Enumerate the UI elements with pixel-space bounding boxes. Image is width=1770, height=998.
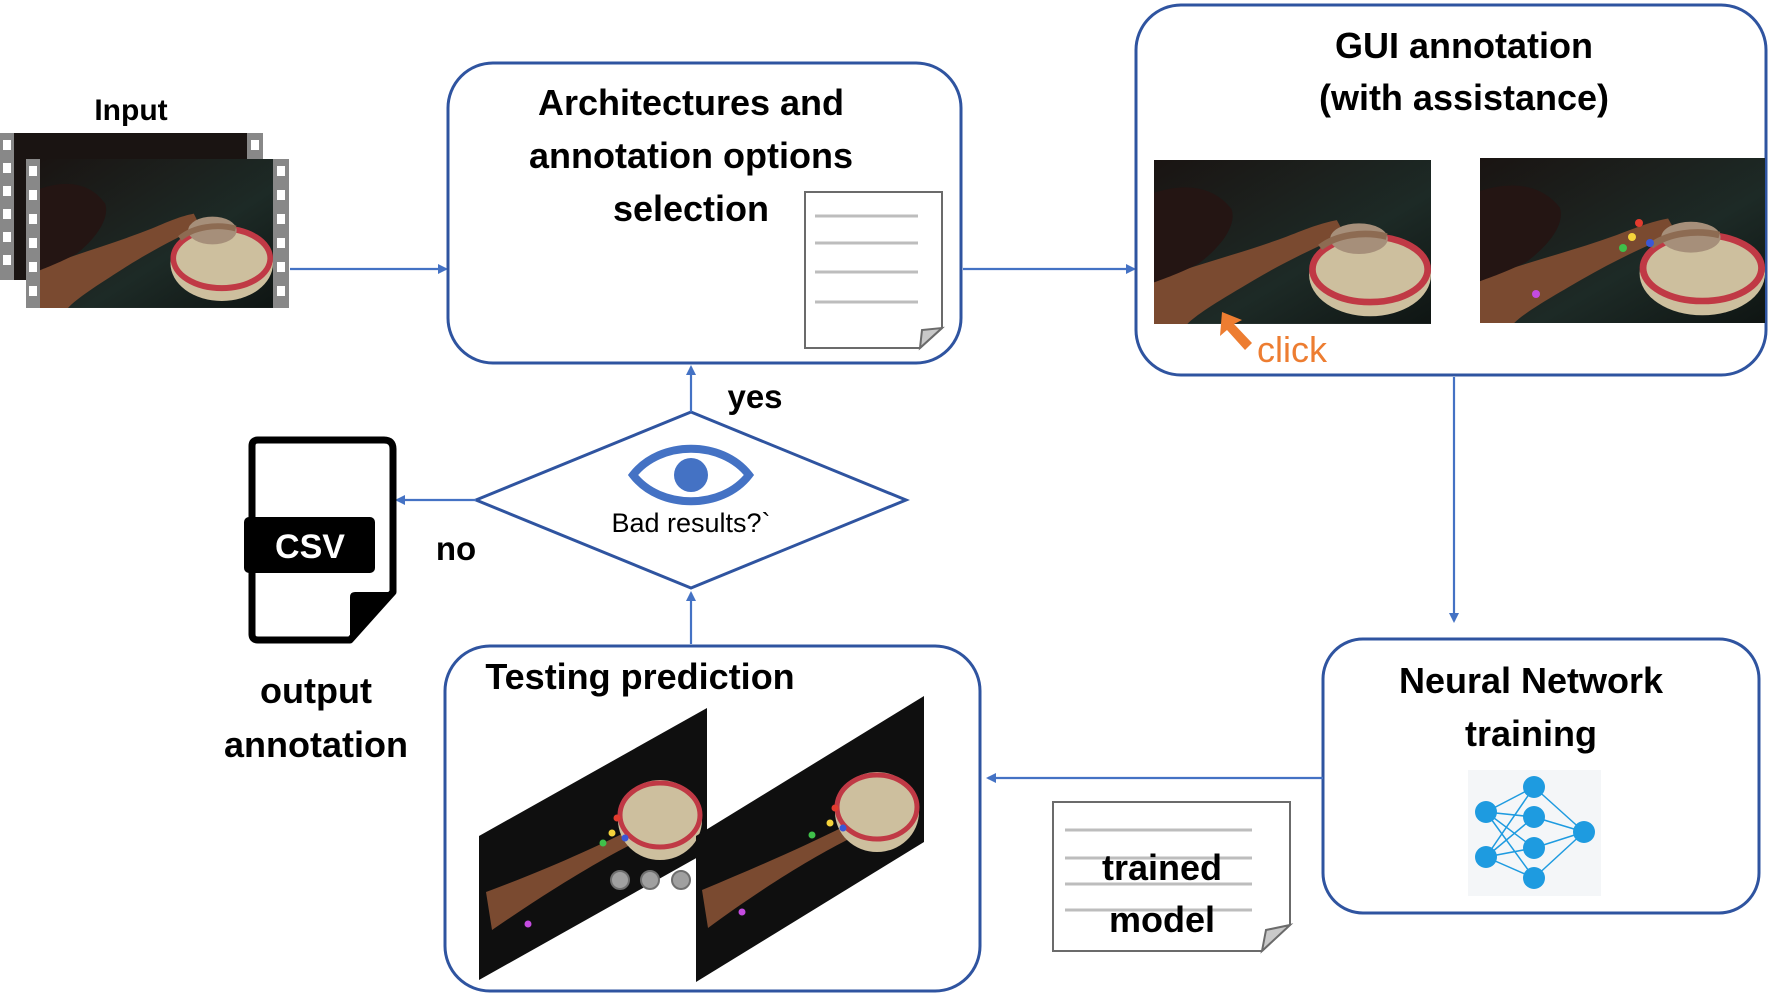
video-frame-icon <box>26 159 289 308</box>
output-label-line2: annotation <box>224 724 408 765</box>
training-title-line1: Neural Network <box>1399 660 1664 701</box>
training-box: Neural Network training <box>1321 637 1761 915</box>
gui-frame-labeled <box>1480 158 1765 323</box>
testing-title: Testing prediction <box>485 656 794 697</box>
architectures-title-line2: annotation options <box>529 135 853 176</box>
document-icon <box>804 191 945 351</box>
training-title-line2: training <box>1465 713 1597 754</box>
decision-diamond: Bad results?` <box>472 410 910 590</box>
csv-file-icon: CSV <box>244 436 397 644</box>
trained-model-line2: model <box>1109 899 1215 940</box>
output-label-line1: output <box>260 670 372 711</box>
trained-model-document: trained model <box>1052 801 1294 954</box>
testing-box: Testing prediction <box>443 644 982 993</box>
yes-label: yes <box>727 378 782 415</box>
click-label: click <box>1257 329 1328 370</box>
gui-title-line2: (with assistance) <box>1319 77 1609 118</box>
architectures-title-line1: Architectures and <box>538 82 844 123</box>
trained-model-line1: trained <box>1102 847 1222 888</box>
neural-network-icon <box>1468 770 1601 896</box>
gui-frame-unlabeled <box>1154 160 1431 324</box>
testing-frame-2 <box>696 696 924 982</box>
testing-frame-1 <box>479 708 707 980</box>
input-video-frames <box>0 133 289 308</box>
input-label: Input <box>94 94 167 127</box>
architectures-title-line3: selection <box>613 188 769 229</box>
ellipsis-icon <box>610 870 691 890</box>
cursor-arrow-icon <box>1220 312 1252 350</box>
no-label: no <box>436 530 476 567</box>
eye-icon <box>627 444 755 506</box>
csv-label: CSV <box>275 528 345 566</box>
gui-annotation-box: GUI annotation (with assistance) click <box>1134 3 1766 377</box>
gui-title-line1: GUI annotation <box>1335 25 1593 66</box>
decision-label: Bad results?` <box>611 508 770 538</box>
architectures-box: Architectures and annotation options sel… <box>446 61 963 365</box>
